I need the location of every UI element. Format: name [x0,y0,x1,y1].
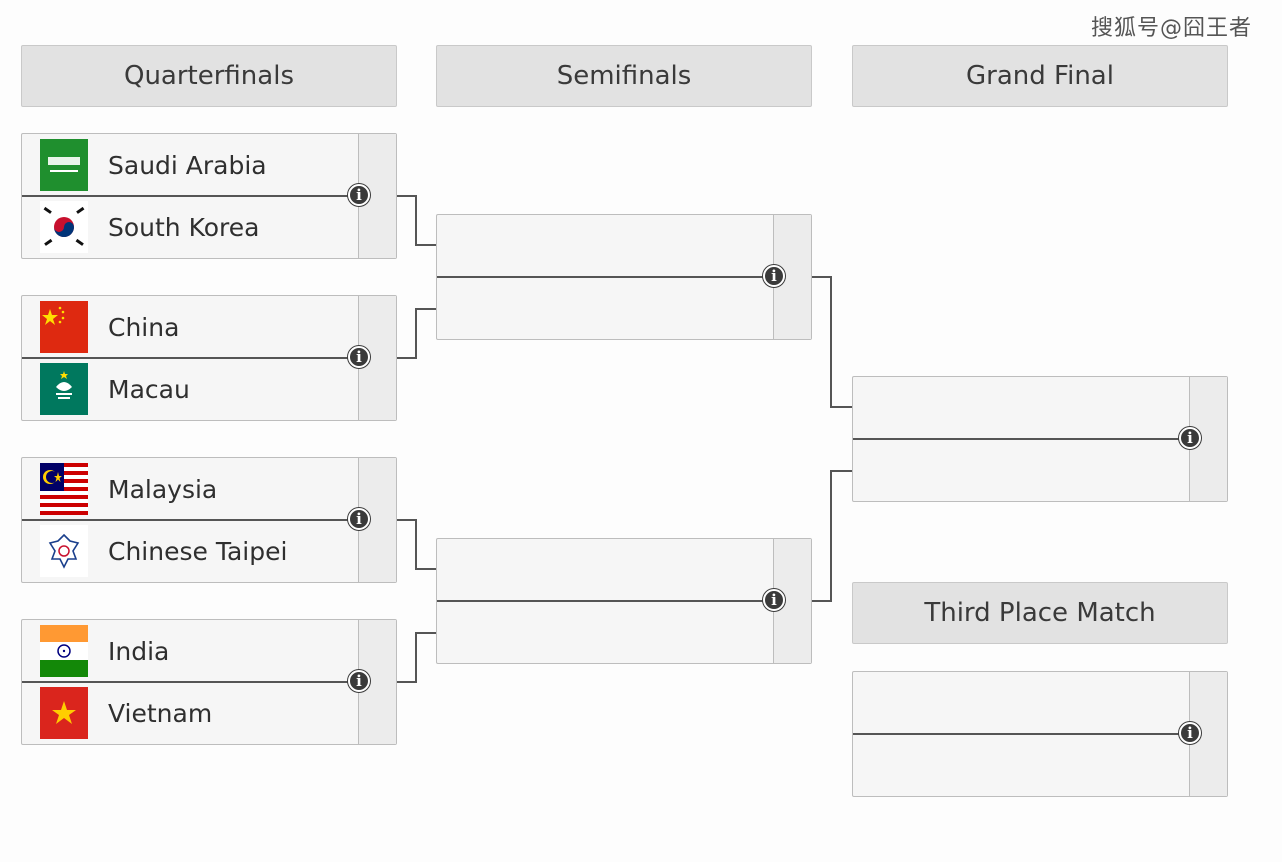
header-quarterfinals-label: Quarterfinals [123,61,294,91]
team-slot-empty[interactable] [853,672,1189,734]
chinese-taipei-flag-icon [40,525,88,577]
team-slot[interactable]: Chinese Taipei [22,520,358,582]
team-slot-empty[interactable] [853,377,1189,439]
team-slot-empty[interactable] [437,539,773,601]
team-slot-empty[interactable] [437,601,773,663]
info-icon[interactable]: i [763,265,785,287]
semifinal-match-1: i [436,214,812,340]
third-place-match: i [852,671,1228,797]
semifinal-match-2: i [436,538,812,664]
team-slot-empty[interactable] [437,215,773,277]
team-slot[interactable]: China [22,296,358,358]
header-third-place: Third Place Match [852,582,1228,644]
grand-final-match: i [852,376,1228,502]
india-flag-icon [40,625,88,677]
watermark-text: 搜狐号@囧王者 [1090,16,1252,41]
team-name: India [108,636,170,666]
info-icon[interactable]: i [1179,722,1201,744]
quarterfinal-match-4: India Vietnam i [21,619,397,745]
team-name: Vietnam [108,698,213,728]
team-name: Malaysia [108,474,218,504]
header-grand-final-label: Grand Final [966,61,1114,91]
team-name: South Korea [108,212,260,242]
team-slot[interactable]: Saudi Arabia [22,134,358,196]
malaysia-flag-icon [40,463,88,515]
header-third-place-label: Third Place Match [924,598,1156,628]
header-semifinals-label: Semifinals [556,61,692,91]
team-name: Macau [108,374,190,404]
match-divider [22,357,396,359]
team-slot-empty[interactable] [437,277,773,339]
info-icon[interactable]: i [348,346,370,368]
match-divider [22,681,396,683]
vietnam-flag-icon [40,687,88,739]
match-divider [22,519,396,521]
macau-flag-icon [40,363,88,415]
team-slot[interactable]: India [22,620,358,682]
team-name: Chinese Taipei [108,536,288,566]
quarterfinal-match-2: China Macau i [21,295,397,421]
team-slot-empty[interactable] [853,734,1189,796]
team-slot[interactable]: Vietnam [22,682,358,744]
info-icon[interactable]: i [763,589,785,611]
header-quarterfinals: Quarterfinals [21,45,397,107]
team-name: China [108,312,180,342]
header-semifinals: Semifinals [436,45,812,107]
info-icon[interactable]: i [1179,427,1201,449]
team-name: Saudi Arabia [108,150,267,180]
match-divider [437,276,811,278]
team-slot-empty[interactable] [853,439,1189,501]
quarterfinal-match-1: Saudi Arabia South Korea i [21,133,397,259]
saudi-arabia-flag-icon [40,139,88,191]
team-slot[interactable]: Malaysia [22,458,358,520]
quarterfinal-match-3: Malaysia Chinese Taipei i [21,457,397,583]
info-icon[interactable]: i [348,670,370,692]
match-divider [22,195,396,197]
header-grand-final: Grand Final [852,45,1228,107]
info-icon[interactable]: i [348,184,370,206]
china-flag-icon [40,301,88,353]
info-icon[interactable]: i [348,508,370,530]
match-divider [853,733,1227,735]
match-divider [437,600,811,602]
south-korea-flag-icon [40,201,88,253]
team-slot[interactable]: South Korea [22,196,358,258]
team-slot[interactable]: Macau [22,358,358,420]
match-divider [853,438,1227,440]
